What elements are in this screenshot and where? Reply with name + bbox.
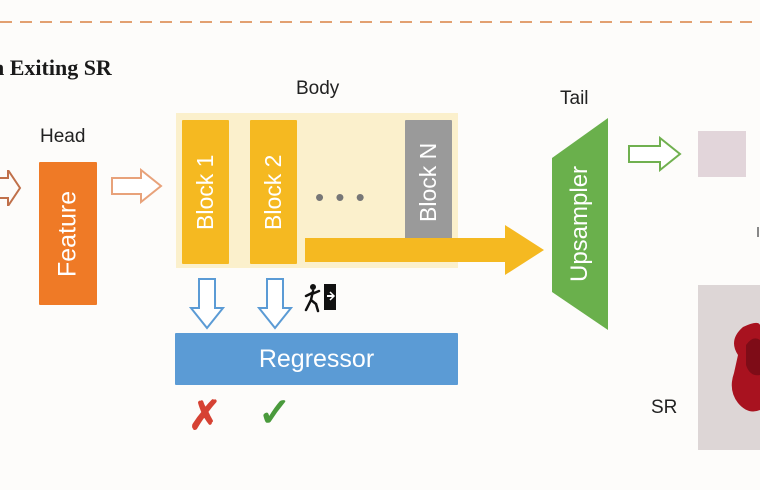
sr-image [698,285,760,450]
block2-down-arrow [256,278,294,330]
block1-down-arrow [188,278,226,330]
sr-label: SR [651,397,678,418]
output-thumbnail [698,131,746,177]
body-to-upsampler-arrow [305,225,544,275]
cross-mark-icon: ✗ [188,394,222,438]
upsampler-shape [552,118,608,330]
head-label: Head [40,126,86,147]
ellipsis: • • • [315,182,367,212]
feature-to-body-arrow [111,168,163,204]
tail-label: Tail [560,88,589,109]
top-dashed-line [0,21,760,23]
connector-mark [757,227,759,237]
check-mark-icon: ✓ [258,391,292,435]
input-arrow [0,170,22,206]
block-2: Block 2 [250,120,297,264]
upsampler-to-output-arrow [628,136,682,172]
exit-door-icon [304,284,336,313]
block-1: Block 1 [182,120,229,264]
upsampler-label: Upsampler [566,165,593,282]
diagram-title: n Exiting SR [0,55,112,80]
regressor-block: Regressor [175,333,458,385]
body-label: Body [296,78,340,99]
feature-block: Feature [39,162,97,305]
